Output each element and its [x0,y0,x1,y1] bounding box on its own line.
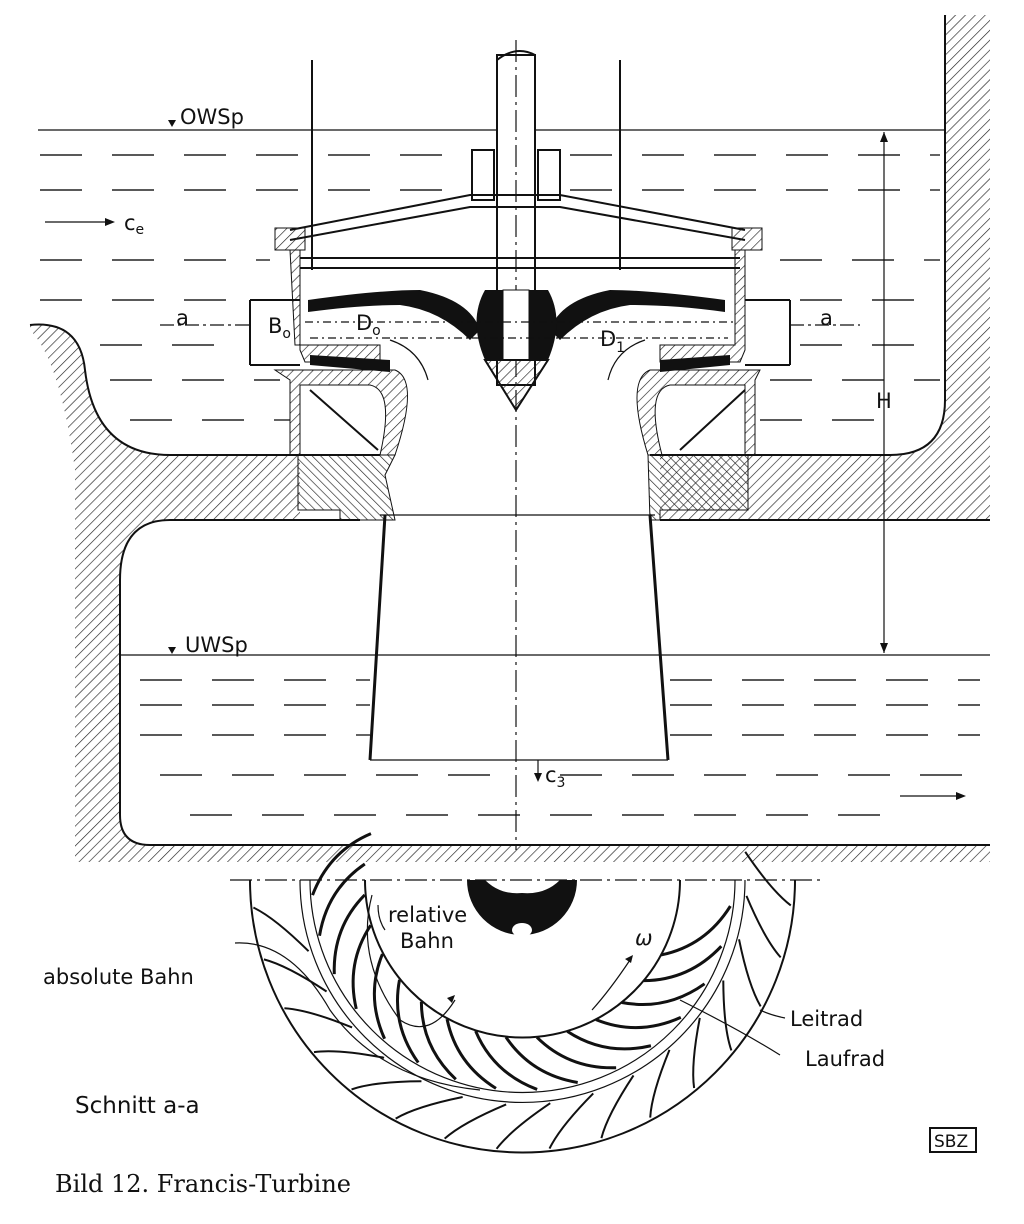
right-wall [889,15,990,520]
guide-vane [395,1096,463,1120]
runner-blade [660,905,732,957]
guide-vane [284,1007,353,1029]
guide-vane [443,1103,507,1140]
section-label-left: a [176,306,189,330]
section-label-right: a [820,306,833,330]
runner-blade [396,979,420,1064]
guide-vane [313,1050,385,1059]
runner-blade [621,982,706,1006]
runner-diameter-label: D1 [600,327,625,356]
outflow-velocity-label: c3 [545,763,565,791]
turbine-section [160,40,860,850]
guide-vane [351,1080,422,1091]
runner-blade [504,1036,578,1084]
guide-vane [252,906,310,952]
relative-path-label: relative [388,903,467,927]
runner-blade [318,862,366,936]
left-bank [29,323,990,863]
inlet-diameter-label: Do [356,311,381,339]
lower-water-level-label: UWSp [185,633,248,657]
head-dimension [880,132,888,653]
runner-blade [419,1001,457,1081]
svg-text:SBZ: SBZ [934,1132,968,1152]
tailwater-arrow [900,792,966,800]
guide-vane [600,1074,635,1139]
inflow-velocity-label: ce [124,211,144,238]
runner-blade [445,1018,497,1090]
lower-level-marker [168,647,176,654]
head-label: H [876,389,892,413]
guide-vane [744,851,792,907]
guide-wheel-label: Leitrad [790,1007,863,1031]
relative-path-label-2: Bahn [400,929,454,953]
inflow-arrow [45,218,115,226]
guide-vane [692,1017,701,1089]
angular-velocity-label: ω [635,926,653,950]
water-dashes [40,154,980,816]
middle-slab [300,454,990,521]
upper-water-level-label: OWSp [180,105,244,129]
guide-vane [548,1092,594,1150]
guide-vane [738,939,762,1007]
runner-blade [595,1016,682,1030]
section-a-a [230,832,820,1154]
runner-blade [372,953,386,1040]
guide-vane [263,958,328,993]
guide-width-label: Bo [268,314,291,342]
figure-caption: Bild 12. Francis-Turbine [55,1170,351,1198]
outflow-arrow [534,760,542,782]
guide-vane [745,895,782,959]
upper-level-marker [168,120,176,127]
runner-blade [643,945,723,983]
runner-blade [311,832,372,896]
runner-wheel-label: Laufrad [805,1047,885,1071]
runner-blade [351,924,372,1010]
guide-vane [495,1102,551,1150]
runner-blade [566,1030,652,1051]
absolute-path-label: absolute Bahn [43,965,194,989]
publisher-mark: SBZ [929,1127,977,1153]
blades [252,832,792,1150]
guide-vane [722,980,733,1051]
section-title: Schnitt a-a [75,1093,200,1119]
runner-blade [474,1030,538,1091]
guide-vane [649,1049,671,1118]
runner-blade [535,1036,617,1070]
runner-blade [332,893,366,975]
